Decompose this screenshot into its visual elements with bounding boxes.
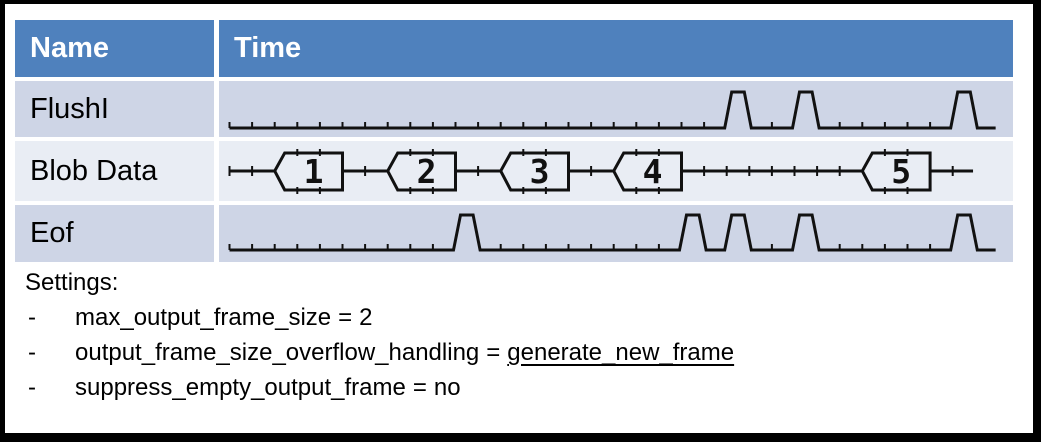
- waveform-flushi: [219, 81, 1013, 137]
- svg-text:5: 5: [891, 152, 911, 191]
- header-time-label: Time: [234, 32, 302, 64]
- signal-name-eof: Eof: [30, 217, 74, 249]
- svg-text:1: 1: [304, 152, 324, 191]
- row-label-blob-data: Blob Data: [15, 141, 214, 201]
- header-cell-time: Time: [219, 20, 1013, 77]
- settings-block: Settings: - max_output_frame_size = 2 - …: [25, 266, 1015, 405]
- setting-name: suppress_empty_output_frame: [75, 374, 406, 401]
- setting-suppress-empty-frame: - suppress_empty_output_frame = no: [25, 370, 1015, 405]
- bullet-dash: -: [28, 374, 36, 401]
- header-name-label: Name: [30, 32, 109, 64]
- signal-name-blob-data: Blob Data: [30, 154, 158, 187]
- bullet-dash: -: [28, 304, 36, 331]
- setting-name: max_output_frame_size: [75, 304, 332, 331]
- equals-sign: =: [338, 304, 353, 331]
- row-label-flushi: FlushI: [15, 81, 214, 137]
- waveform-blob-data: 1 2 3 4 5: [219, 141, 1013, 201]
- signal-name-flushi: FlushI: [30, 92, 109, 125]
- svg-text:4: 4: [643, 152, 663, 191]
- waveform-eof: [219, 205, 1013, 262]
- setting-value: generate_new_frame: [507, 339, 735, 366]
- header-cell-name: Name: [15, 20, 214, 77]
- settings-title: Settings:: [25, 269, 119, 296]
- svg-text:3: 3: [530, 152, 550, 191]
- equals-sign: =: [412, 374, 427, 401]
- setting-value: no: [433, 374, 461, 401]
- setting-max-output-frame-size: - max_output_frame_size = 2: [25, 300, 1015, 335]
- svg-text:2: 2: [417, 152, 437, 191]
- setting-overflow-handling: - output_frame_size_overflow_handling = …: [25, 335, 1015, 370]
- bullet-dash: -: [28, 339, 36, 366]
- setting-value: 2: [359, 304, 373, 331]
- equals-sign: =: [486, 339, 501, 366]
- row-label-eof: Eof: [15, 205, 214, 262]
- setting-name: output_frame_size_overflow_handling: [75, 339, 480, 366]
